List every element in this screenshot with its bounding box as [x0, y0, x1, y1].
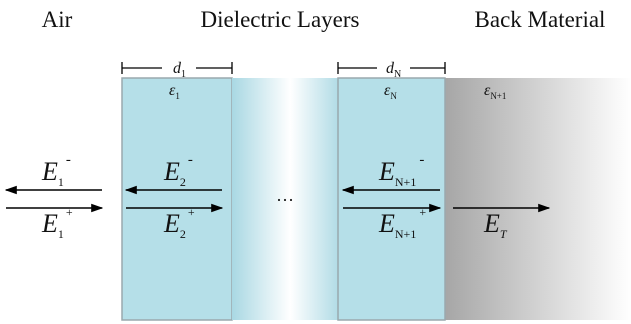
field-e2-plus-label: E2+ — [163, 205, 195, 241]
field-e2-minus-label: E2- — [163, 152, 193, 189]
back-material-title: Back Material — [475, 7, 606, 32]
epsilon-n-label: εN — [384, 82, 397, 101]
thickness-dn-label: dN — [386, 60, 401, 80]
back-material-region — [445, 78, 631, 320]
thickness-d1-label: d1 — [173, 60, 186, 80]
thickness-d1-marker — [121, 62, 233, 74]
dielectric-layer-1 — [121, 77, 233, 321]
thickness-dn-marker — [337, 62, 446, 74]
epsilon-1-label: ε1 — [169, 82, 180, 101]
dielectric-layer-n — [337, 77, 446, 321]
epsilon-n-plus-1-label: εN+1 — [484, 82, 506, 101]
ellipsis: ··· — [276, 190, 294, 210]
field-arrows — [4, 185, 551, 213]
field-e1-minus-label: E1- — [41, 152, 71, 189]
field-et-label: ET — [483, 209, 508, 241]
field-en1-minus-label: EN+1- — [378, 152, 424, 189]
air-title: Air — [42, 7, 73, 32]
field-e1-plus-label: E1+ — [41, 205, 73, 241]
field-en1-plus-label: EN+1+ — [378, 205, 426, 241]
dielectric-layers-title: Dielectric Layers — [201, 7, 360, 32]
intermediate-layers-gap — [232, 78, 338, 320]
